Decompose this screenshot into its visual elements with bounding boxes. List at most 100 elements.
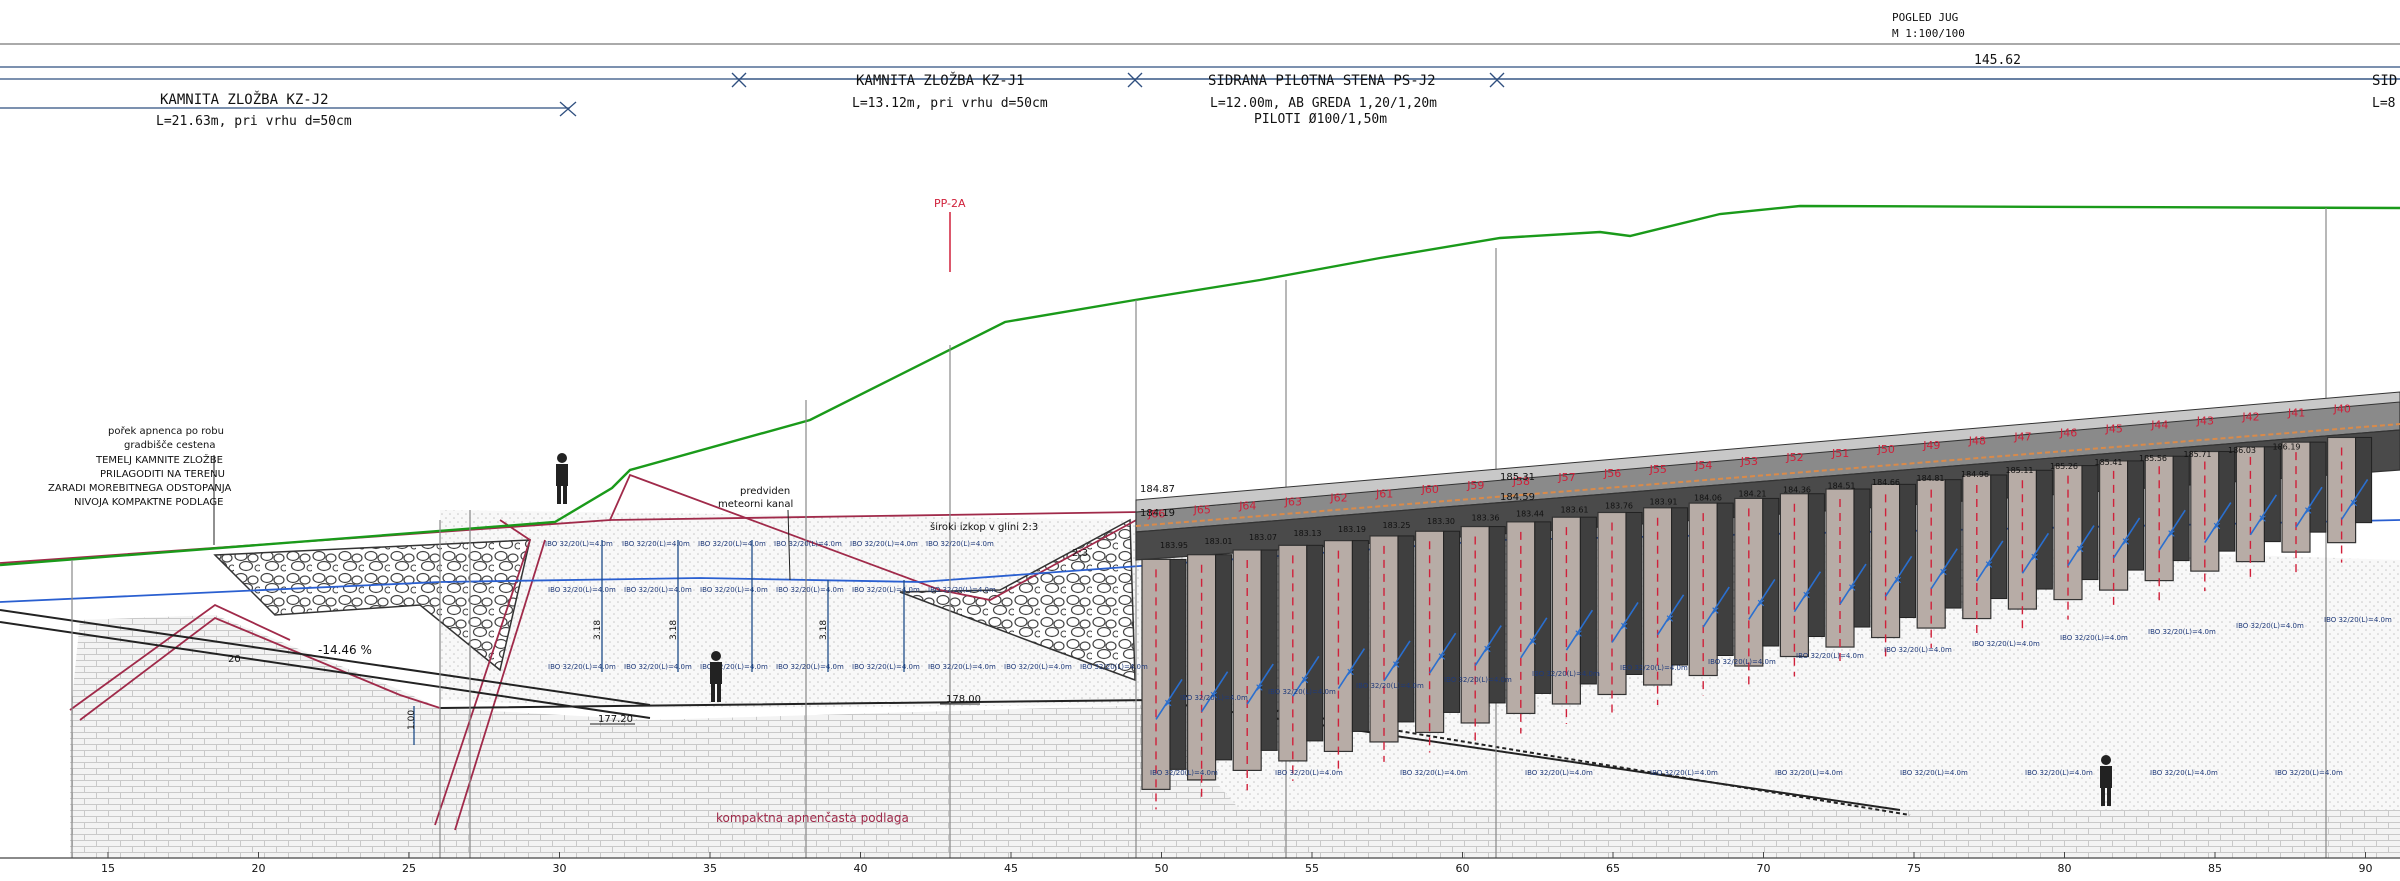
anchor-tag: IBO 32/20(L)=4.0m — [1650, 769, 1718, 777]
pile-label: J60 — [1421, 483, 1439, 496]
pile-label: J58 — [1512, 475, 1530, 488]
note-paving-2: gradbišče cestena — [124, 439, 216, 451]
pile-label: J47 — [2013, 431, 2031, 444]
pile-gap — [1306, 544, 1324, 742]
pile — [2144, 455, 2174, 582]
anchor-tag: IBO 32/20(L)=4.0m — [1268, 688, 1336, 696]
pile — [1825, 488, 1855, 648]
anchor-mark: × — [1210, 688, 1218, 704]
human-figure-icon — [710, 651, 722, 702]
anchor-tag: IBO 32/20(L)=4.0m — [2148, 628, 2216, 636]
dim-3: 3.18 — [669, 620, 679, 640]
note-drain-leader — [787, 509, 791, 581]
dimension-verticals — [413, 540, 905, 745]
anchor — [2158, 509, 2186, 551]
note-slope: -14.46 % — [318, 643, 372, 657]
anchor-tag: IBO 32/20(L)=4.0m — [2150, 769, 2218, 777]
pile-gap — [2218, 451, 2236, 552]
anchor-tag: IBO 32/20(L)=4.0m — [928, 663, 996, 671]
anchor-tag: IBO 32/20(L)=4.0m — [776, 586, 844, 594]
anchor-tag: IBO 32/20(L)=4.0m — [1525, 769, 1593, 777]
anchor-mark: × — [2350, 495, 2358, 511]
anchor-tag: IBO 32/20(L)=4.0m — [776, 663, 844, 671]
axis-tick-label: 85 — [2208, 862, 2222, 875]
axis-tick-label: 30 — [553, 862, 567, 875]
pile-label: J50 — [1877, 443, 1895, 456]
anchor-mark: × — [1666, 611, 1674, 627]
anchor-tag: IBO 32/20(L)=4.0m — [2060, 634, 2128, 642]
pile-label: J55 — [1649, 463, 1667, 476]
human-figure-icon — [2100, 755, 2112, 806]
pile-label: J43 — [2196, 415, 2214, 428]
note-foundation-1: TEMELJ KAMNITE ZLOŽBE — [95, 453, 223, 466]
anchor-mark: × — [2258, 511, 2266, 527]
stone-wedge-left — [213, 539, 531, 672]
anchor — [2112, 517, 2141, 559]
anchor-tag: IBO 32/20(L)=4.0m — [2275, 769, 2343, 777]
beam-elevation: 184.51 — [1828, 482, 1856, 491]
anchor-tag: IBO 32/20(L)=4.0m — [1444, 676, 1512, 684]
anchor — [1565, 609, 1594, 651]
anchor-tag: IBO 32/20(L)=4.0m — [1884, 646, 1952, 654]
anchor-tag: IBO 32/20(L)=4.0m — [1708, 658, 1776, 666]
beam-elevation: 184.66 — [1872, 478, 1900, 487]
segment-2-spec: L=13.12m, pri vrhu d=50cm — [852, 96, 1048, 111]
pile-gap — [1944, 479, 1962, 609]
beam-elevation: 183.13 — [1294, 529, 1322, 538]
pile-gap — [1443, 530, 1461, 713]
pile-gap — [1807, 493, 1825, 638]
beam-elevation: 185.26 — [2050, 462, 2078, 471]
beam-elevation: 186.03 — [2228, 446, 2256, 455]
beam-elevation: 184.06 — [1694, 494, 1722, 503]
pile-gap — [1625, 511, 1643, 675]
anchor-mark: × — [1483, 642, 1491, 658]
anchor-mark: × — [1346, 665, 1354, 681]
elevation-base-2: 178.00 — [946, 694, 981, 705]
pile-label: J54 — [1694, 459, 1712, 472]
pile-label: J59 — [1466, 479, 1484, 492]
note-slope-ratio-1: 2:3 — [1072, 548, 1088, 559]
beam-elevation: 185.11 — [2006, 466, 2034, 475]
anchor — [1246, 663, 1274, 705]
anchor-mark: × — [1757, 595, 1765, 611]
human-figure-icon — [556, 453, 568, 504]
pile-gap — [2263, 446, 2281, 543]
anchor-tag: IBO 32/20(L)=4.0m — [1356, 682, 1424, 690]
axis-tick-label: 55 — [1305, 862, 1319, 875]
pile-label: J48 — [1968, 435, 1986, 448]
pile-gap — [1990, 474, 2008, 600]
anchor-mark: × — [1164, 695, 1172, 711]
pile-gap — [2081, 465, 2099, 581]
anchor — [1611, 602, 1639, 643]
pile — [1323, 540, 1354, 753]
foundation-note: pořek apnenca po robu gradbišče cestena … — [48, 425, 232, 545]
anchor-tag: IBO 32/20(L)=4.0m — [1775, 769, 1843, 777]
anchor-mark: × — [1620, 618, 1628, 634]
pile — [1870, 483, 1901, 639]
anchor-tag: IBO 32/20(L)=4.0m — [852, 586, 920, 594]
anchor-mark: × — [1711, 603, 1719, 619]
anchor-tag: IBO 32/20(L)=4.0m — [548, 663, 616, 671]
beam-elevation: 185.71 — [2184, 450, 2212, 459]
title-block-lines — [0, 43, 2400, 109]
dim-2: 3.18 — [593, 620, 603, 640]
anchor-mark: × — [1802, 588, 1810, 604]
note-foundation-4: NIVOJA KOMPAKTNE PODLAGE — [74, 497, 224, 508]
segment-3-spec2: PILOTI Ø100/1,50m — [1254, 112, 1387, 127]
segment-3-spec: L=12.00m, AB GREDA 1,20/1,20m — [1210, 96, 1437, 111]
anchor-tag: IBO 32/20(L)=4.0m — [850, 540, 918, 548]
anchor-mark: × — [2304, 503, 2312, 519]
note-excavation: široki izkop v glini 2:3 — [930, 521, 1038, 533]
axis-tick-label: 75 — [1907, 862, 1921, 875]
anchor — [1748, 578, 1776, 620]
anchor — [2295, 486, 2323, 528]
pile-label: J49 — [1922, 439, 1940, 452]
anchor-mark: × — [1255, 680, 1263, 696]
anchor-tag: IBO 32/20(L)=4.0m — [622, 540, 690, 548]
pile-label: J61 — [1375, 487, 1393, 500]
segment-2-name: KAMNITA ZLOŽBA KZ-J1 — [856, 71, 1025, 89]
pile-label: J62 — [1329, 491, 1347, 504]
pile-label: J57 — [1557, 471, 1575, 484]
